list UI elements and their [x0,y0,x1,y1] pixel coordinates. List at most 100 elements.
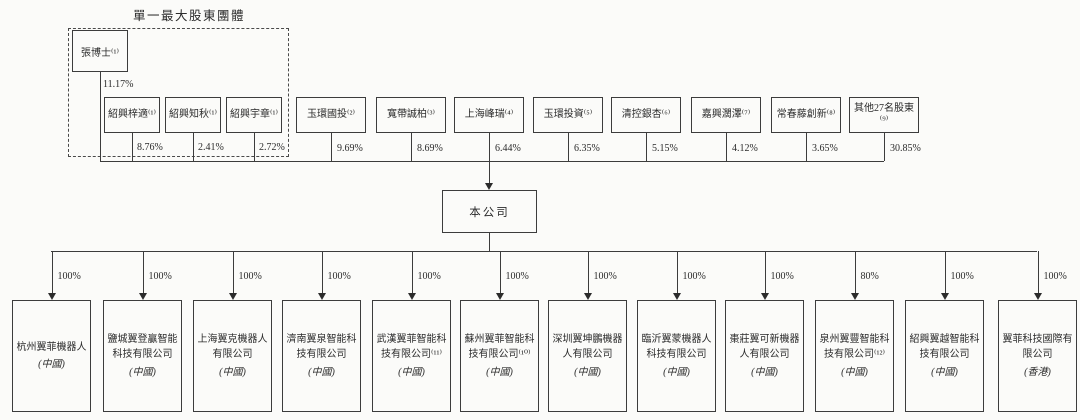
shareholder-box-group-member: 紹興宇章⁽¹⁾ [226,97,282,133]
founder-stake-label: 11.17% [103,79,134,90]
connector-line [1037,251,1039,293]
subsidiary-name: 鹽城翼登贏智能科技有限公司 [107,333,178,361]
ownership-pct-label: 100% [1043,271,1067,282]
largest-shareholder-group-outline [68,28,289,157]
subsidiary-region-label: (中國) [219,366,246,378]
ownership-pct-label: 100% [417,271,441,282]
connector-line [193,133,194,161]
shareholder-box: 其他27名股東⁽⁹⁾ [849,97,919,133]
subsidiary-name: 棗莊翼可新機器人有限公司 [729,333,800,361]
connector-line [100,72,101,161]
connector-line [51,251,53,293]
subsidiary-region-label: (中國) [663,366,690,378]
connector-line [489,161,490,184]
connector-line [854,251,856,293]
connector-line [806,133,807,161]
subsidiary-name: 蘇州翼菲智能科技有限公司⁽¹⁰⁾ [464,333,535,361]
subsidiary-box: 上海翼克機器人有限公司 (中國) [193,300,272,412]
ownership-pct-label: 100% [950,271,974,282]
subsidiary-arrowhead-icon [228,293,237,300]
subsidiary-region-label: (香港) [1024,366,1051,378]
ownership-pct-label: 100% [57,271,81,282]
stake-label: 4.12% [732,143,758,154]
subsidiary-box: 蘇州翼菲智能科技有限公司⁽¹⁰⁾(中國) [460,300,539,412]
stake-label: 9.69% [337,143,363,154]
subsidiary-arrowhead-icon [940,293,949,300]
subsidiary-region-label: (中國) [841,366,868,378]
subsidiary-arrowhead-icon [495,293,504,300]
shareholder-box-founder: 張博士⁽¹⁾ [72,30,128,72]
connector-line [232,251,234,293]
subsidiary-region-label: (中國) [751,366,778,378]
subsidiary-bus-line [51,251,1037,252]
ownership-pct-label: 100% [238,271,262,282]
subsidiary-region-label: (中國) [129,366,156,378]
shareholder-box-group-member: 紹興知秋⁽¹⁾ [165,97,221,133]
subsidiary-box: 棗莊翼可新機器人有限公司 (中國) [725,300,804,412]
connector-line [499,251,501,293]
ownership-pct-label: 100% [148,271,172,282]
subsidiary-name: 杭州翼菲機器人 [16,341,87,353]
stake-label: 6.44% [495,143,521,154]
connector-line [587,251,589,293]
connector-line [726,133,727,161]
subsidiary-arrowhead-icon [138,293,147,300]
subsidiary-box: 濟南翼泉智能科技有限公司 (中國) [282,300,361,412]
ownership-pct-label: 100% [770,271,794,282]
subsidiary-name: 深圳翼坤鵬機器人有限公司 [552,333,623,361]
ownership-pct-label: 100% [593,271,617,282]
shareholder-box: 清控銀杏⁽⁶⁾ [611,97,681,133]
connector-line [142,251,144,293]
subsidiary-box: 紹興翼越智能科技有限公司 (中國) [905,300,984,412]
stake-label: 30.85% [890,143,921,154]
subsidiary-name: 泉州翼豐智能科技有限公司⁽¹²⁾ [819,333,890,361]
subsidiary-region-label: (中國) [931,366,958,378]
connector-line [884,133,885,161]
connector-line [568,133,569,161]
subsidiary-box: 泉州翼豐智能科技有限公司⁽¹²⁾ (中國) [815,300,894,412]
subsidiary-box: 深圳翼坤鵬機器人有限公司 (中國) [548,300,627,412]
shareholder-box: 嘉興濶澤⁽⁷⁾ [691,97,761,133]
connector-line [331,133,332,161]
company-box: 本公司 [442,190,537,233]
stake-label: 2.41% [198,142,224,153]
subsidiary-box: 翼菲科技國際有限公司 (香港) [998,300,1077,412]
connector-line [676,251,678,293]
ownership-pct-label: 100% [505,271,529,282]
subsidiary-box: 鹽城翼登贏智能科技有限公司 (中國) [103,300,182,412]
stake-label: 6.35% [574,143,600,154]
subsidiary-arrowhead-icon [47,293,56,300]
stake-label: 8.69% [417,143,443,154]
connector-line [489,233,490,251]
shareholder-bus-line [100,161,884,162]
subsidiary-arrowhead-icon [407,293,416,300]
shareholder-box: 寬帶誠柏⁽³⁾ [376,97,446,133]
subsidiary-name: 武漢翼菲智能科技有限公司⁽¹¹⁾ [376,333,447,361]
subsidiary-name: 翼菲科技國際有限公司 [1002,333,1073,361]
stake-label: 2.72% [259,142,285,153]
stake-label: 5.15% [652,143,678,154]
subsidiary-arrowhead-icon [672,293,681,300]
connector-line [764,251,766,293]
shareholder-box: 玉環投資⁽⁵⁾ [533,97,603,133]
connector-line [944,251,946,293]
subsidiary-arrowhead-icon [583,293,592,300]
connector-line [489,133,490,161]
ownership-pct-label: 80% [860,271,879,282]
subsidiary-arrowhead-icon [850,293,859,300]
company-arrowhead-icon [485,183,493,190]
subsidiary-arrowhead-icon [317,293,326,300]
subsidiary-region-label: (中國) [38,359,65,370]
subsidiary-name: 紹興翼越智能科技有限公司 [909,333,980,361]
shareholder-box: 常春藤創新⁽⁸⁾ [771,97,841,133]
subsidiary-arrowhead-icon [1033,293,1042,300]
subsidiary-region-label: (中國) [308,366,335,378]
stake-label: 3.65% [812,143,838,154]
shareholder-box: 上海峰瑞⁽⁴⁾ [454,97,524,133]
subsidiary-box: 杭州翼菲機器人 (中國) [12,300,91,412]
subsidiary-name: 上海翼克機器人有限公司 [197,333,268,361]
stake-label: 8.76% [137,142,163,153]
subsidiary-name: 濟南翼泉智能科技有限公司 [286,333,357,361]
subsidiary-region-label: (中國) [574,366,601,378]
connector-line [411,251,413,293]
